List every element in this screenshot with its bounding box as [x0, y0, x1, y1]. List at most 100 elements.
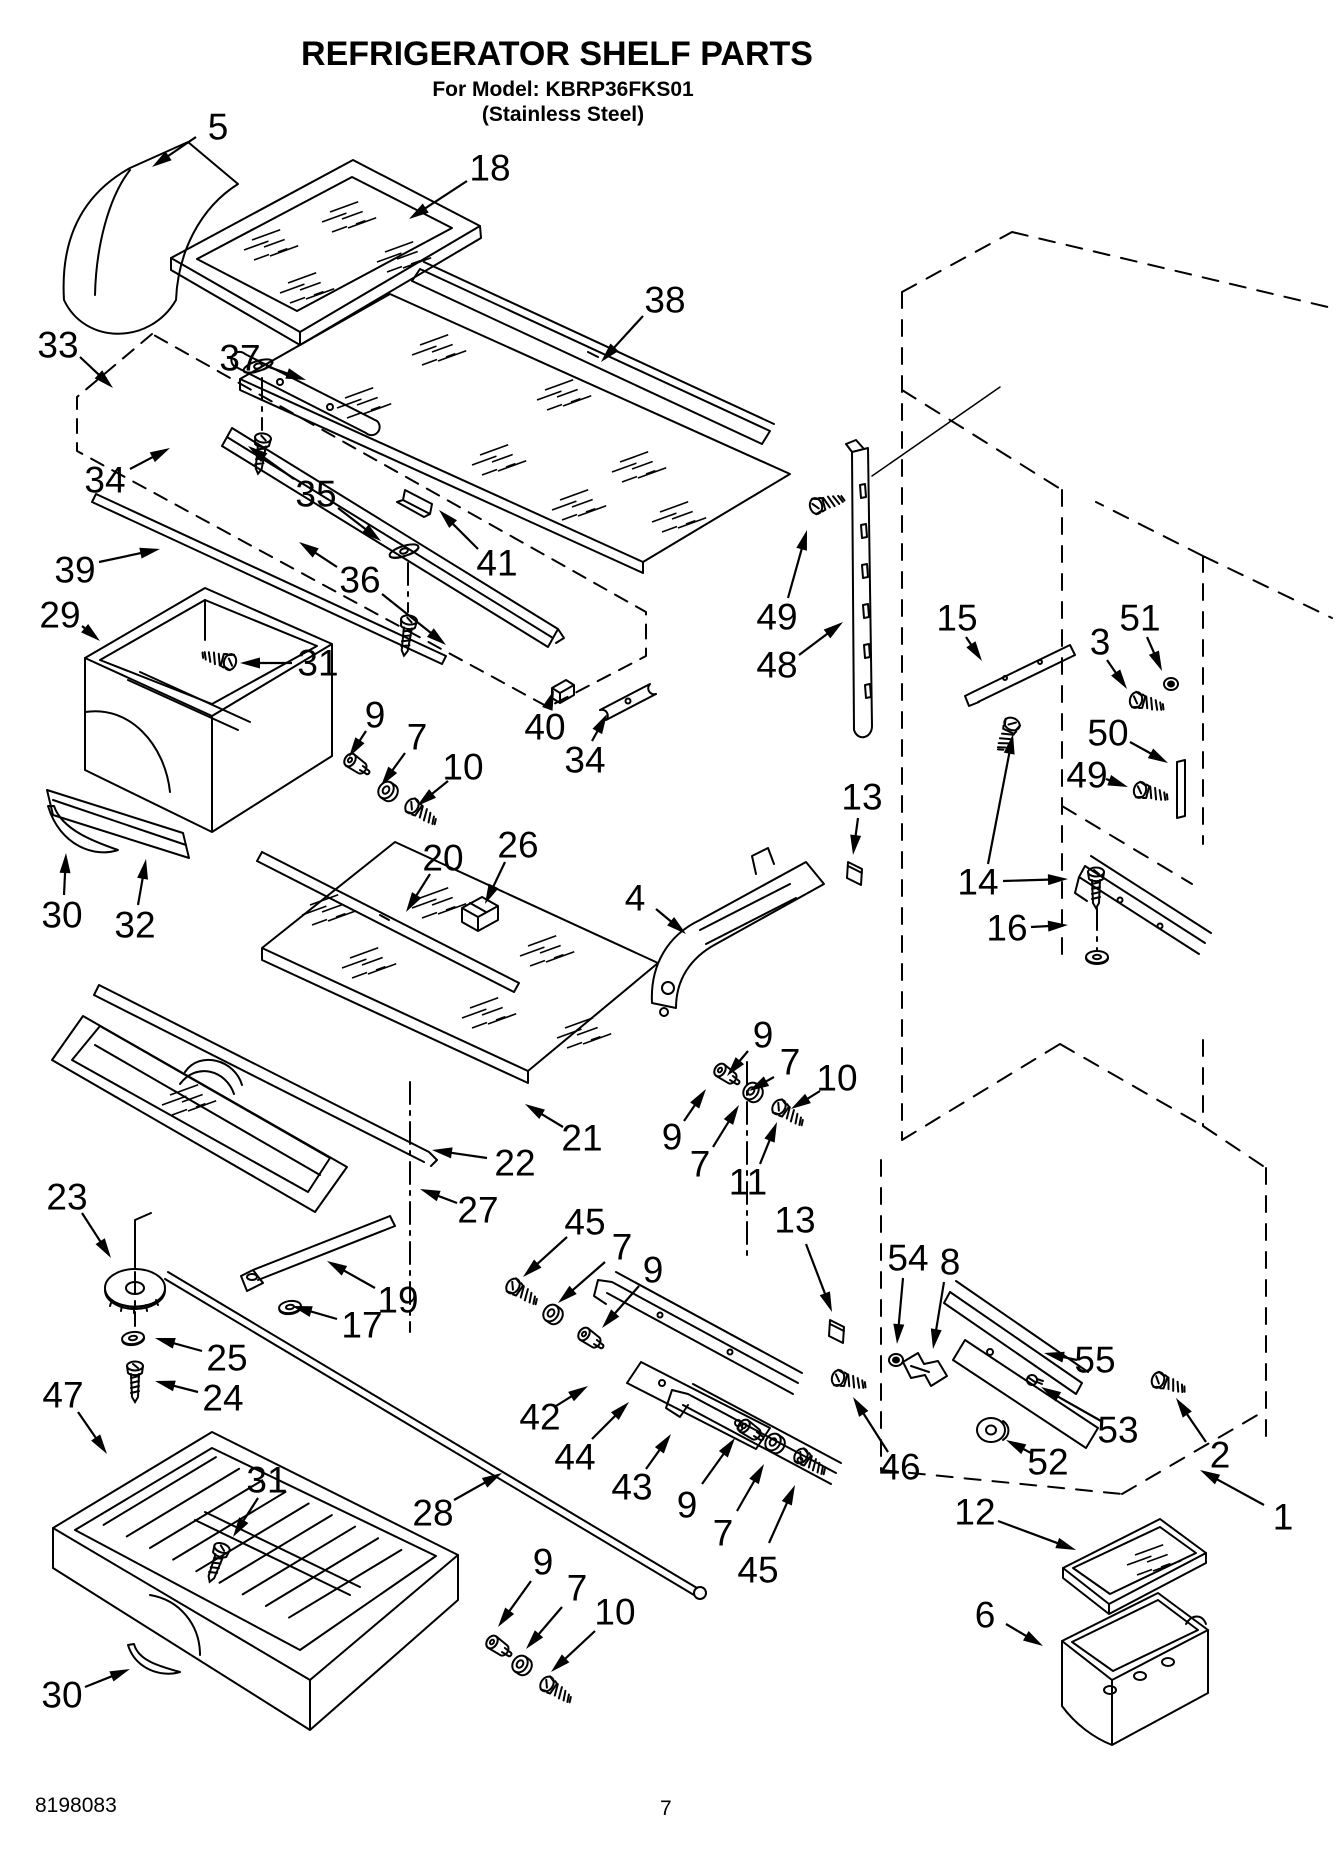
hatch-line: [431, 896, 453, 906]
leader-arrowhead: [1047, 874, 1068, 886]
leader-line: [1002, 878, 1053, 883]
callout-label-12: 12: [954, 1492, 995, 1533]
part-slide-rail-42: [593, 1271, 803, 1395]
washer-icon: [764, 1432, 786, 1455]
part-trim-rail-20: [256, 851, 520, 993]
part-slide-rail-43: [665, 1383, 842, 1485]
callout-label-16: 16: [986, 908, 1027, 949]
leader-arrowhead: [59, 853, 71, 874]
leader-arrowhead: [94, 370, 113, 388]
rail-to-cabinet-line: [871, 386, 1001, 477]
callout-label-20: 20: [422, 838, 463, 879]
leader-arrowhead: [749, 1464, 764, 1485]
hatch-line: [536, 390, 562, 401]
thumbscrew-icon: [242, 358, 274, 374]
hatch-line: [631, 460, 653, 470]
hatch-line: [327, 910, 357, 922]
hatch-line: [685, 519, 696, 525]
hatch-line: [351, 971, 368, 979]
leader-arrowhead: [551, 1654, 570, 1672]
leader-arrowhead: [1041, 1387, 1062, 1402]
callout-label-3: 3: [1090, 622, 1111, 663]
leader-line: [449, 520, 479, 550]
hatch-line: [313, 290, 324, 296]
callout-label-7: 7: [780, 1042, 801, 1083]
leader-line: [591, 1412, 619, 1440]
pan-rib-line: [218, 1514, 333, 1584]
part-shelf-rail-36: [221, 427, 565, 648]
leader-line: [1184, 1410, 1207, 1443]
leader-arrowhead: [819, 1291, 832, 1312]
callout-label-46: 46: [879, 1447, 920, 1488]
part-support-rail-15: [964, 644, 1076, 707]
hatch-line: [370, 405, 381, 411]
callout-label-10: 10: [442, 747, 483, 788]
part-adjuster-gear-23: [104, 1212, 166, 1314]
hex-screw-icon: [1132, 780, 1169, 801]
leader-arrowhead: [420, 1189, 441, 1202]
leader-arrowhead: [406, 892, 422, 912]
leader-line: [413, 873, 431, 900]
hatch-line: [195, 1102, 206, 1108]
leader-line: [1213, 1476, 1265, 1506]
hatch-line: [651, 512, 677, 523]
hatch-line: [346, 411, 363, 419]
hatch-line: [619, 451, 649, 463]
hatch-line: [469, 997, 499, 1009]
hatch-line: [431, 343, 453, 353]
hatch-line: [169, 1084, 199, 1096]
hatch-line: [299, 281, 321, 291]
hatch-line: [361, 956, 383, 966]
leader-arrowhead: [233, 1517, 249, 1537]
callout-label-47: 47: [42, 1375, 83, 1416]
hatch-line: [1160, 1562, 1171, 1568]
leader-arrowhead: [654, 1434, 671, 1454]
part-mounting-rail-48: [845, 439, 873, 739]
hex-screw-icon: [771, 1098, 804, 1127]
hex-screw-icon: [201, 651, 238, 672]
hex-screw-icon: [996, 716, 1022, 751]
hatch-line: [545, 951, 575, 963]
callout-label-52: 52: [1027, 1442, 1068, 1483]
part-spacer-13a: [846, 861, 863, 886]
leader-arrowhead: [139, 547, 160, 559]
hatch-line: [445, 905, 456, 911]
callout-label-33: 33: [37, 325, 78, 366]
hatch-line: [582, 1033, 612, 1045]
callout-label-35: 35: [295, 474, 336, 515]
hatch-line: [505, 462, 516, 468]
leader-line: [381, 593, 435, 636]
leader-arrowhead: [850, 834, 862, 855]
part-pivot-bar-19: [240, 1215, 396, 1292]
hatch-line: [386, 265, 403, 273]
hatch-line: [471, 455, 497, 466]
part-shelf-front-frame-27: [51, 1015, 348, 1213]
hatch-line: [269, 245, 299, 257]
callout-label-4: 4: [625, 878, 646, 919]
part-shelf-frame-assembly-33: [76, 333, 647, 708]
leader-arrowhead: [409, 203, 429, 219]
leader-arrowhead: [558, 1285, 577, 1303]
hatch-line: [419, 887, 449, 899]
hatch-line: [263, 238, 285, 248]
leader-arrowhead: [109, 1669, 130, 1682]
hatch-line: [1126, 1555, 1152, 1566]
hatch-line: [562, 395, 592, 407]
document-number: 8198083: [35, 1794, 117, 1817]
part-trim-rail-22: [93, 984, 438, 1167]
leader-arrowhead: [1200, 1470, 1221, 1485]
hatch-line: [384, 241, 414, 253]
pan-rib-line: [125, 1467, 241, 1538]
leader-arrowhead: [439, 510, 458, 529]
leader-arrowhead: [1006, 1440, 1027, 1455]
hatch-line: [556, 388, 578, 398]
leader-line: [421, 180, 468, 212]
callout-label-45: 45: [564, 1202, 605, 1243]
hatch-line: [659, 501, 689, 513]
hatch-line: [559, 489, 589, 501]
hatch-line: [1134, 1544, 1164, 1556]
hatch-line: [341, 210, 363, 220]
leader-line: [645, 1446, 663, 1470]
callout-label-17: 17: [341, 1305, 382, 1346]
callout-label-53: 53: [1097, 1410, 1138, 1451]
